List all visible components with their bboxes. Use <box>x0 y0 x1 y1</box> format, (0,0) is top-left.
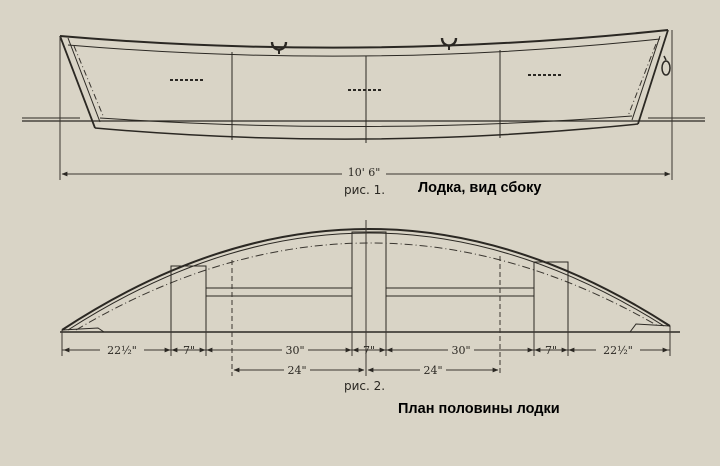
side-view: 10' 6" рис. 1. <box>22 29 705 197</box>
dim-label: 7" <box>545 344 557 357</box>
bow-ring-icon <box>661 55 671 76</box>
chine-line <box>75 242 659 331</box>
figure2-label: рис. 2. <box>344 379 385 393</box>
dim-label: 24" <box>423 364 442 377</box>
bow-pad <box>629 323 671 333</box>
dimension-gap <box>420 362 446 376</box>
stern-thwart <box>170 265 207 333</box>
dim-label: 30" <box>285 344 304 357</box>
dimension-gap <box>342 166 386 180</box>
oarlock-icon <box>440 37 458 50</box>
oarlock-icon <box>270 41 288 54</box>
figure1-caption: Лодка, вид сбоку <box>418 180 542 196</box>
dim-label: 7" <box>363 344 375 357</box>
center-thwart <box>351 231 387 333</box>
dim-label: 7" <box>183 344 195 357</box>
dim-label: 22½" <box>107 344 137 357</box>
dim-label: 22½" <box>603 344 633 357</box>
dimension-labels-row1: 22½" 7" 30" 7" 30" 7" 22½" <box>100 342 640 357</box>
bow-thwart <box>533 261 569 333</box>
overall-length-label: 10' 6" <box>348 166 381 179</box>
inner-gunwale <box>67 38 661 57</box>
bow-stem <box>637 29 669 125</box>
dimension-gap <box>284 362 310 376</box>
stern-stem <box>59 35 96 129</box>
sheer-line <box>59 29 669 49</box>
bow-stem-inner <box>631 35 661 121</box>
dim-label: 24" <box>287 364 306 377</box>
stern-stem-inner <box>67 37 101 123</box>
figure1-label: рис. 1. <box>344 183 385 197</box>
figure2-caption: План половины лодки <box>398 401 560 417</box>
half-plan-view: 22½" 7" 30" 7" 30" 7" 22½" 24" 24" рис. … <box>60 220 680 393</box>
stern-centerline <box>73 45 105 119</box>
dim-label: 30" <box>451 344 470 357</box>
stern-pad <box>61 327 105 333</box>
